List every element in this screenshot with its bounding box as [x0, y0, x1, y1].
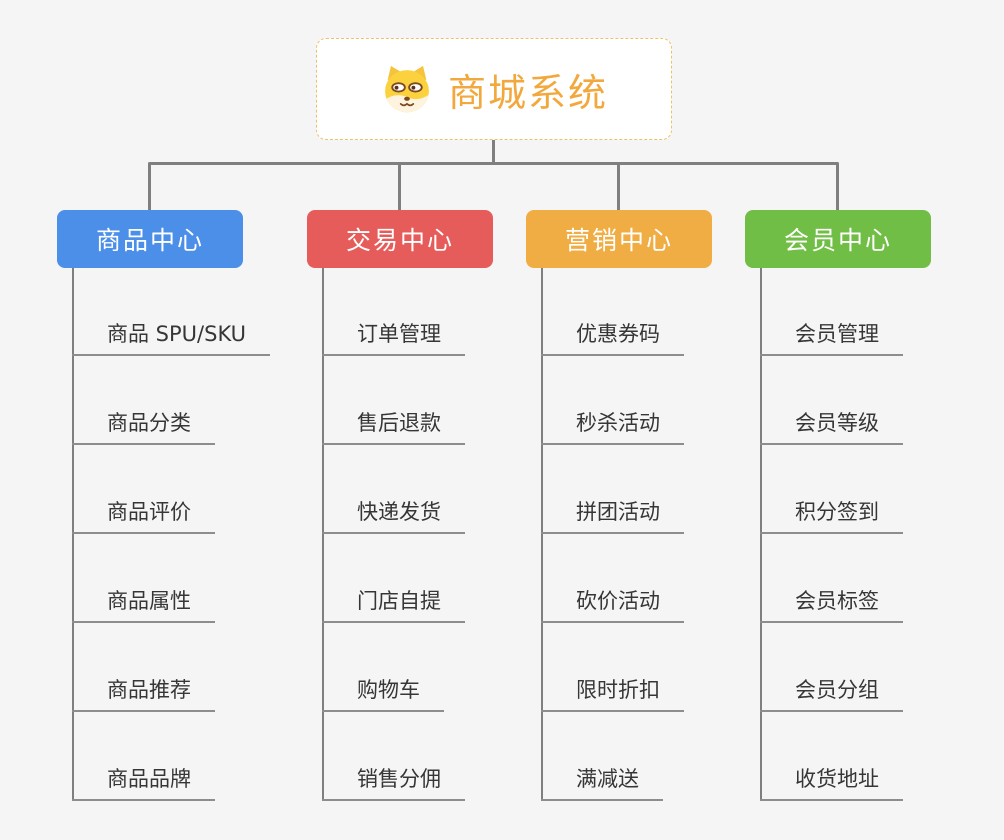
leaf-item[interactable]: 秒杀活动	[541, 409, 684, 445]
branch-trunk-line	[760, 268, 762, 801]
leaf-item[interactable]: 优惠券码	[541, 320, 684, 356]
branch-column-members: 会员中心 会员管理 会员等级 积分签到 会员标签 会员分组 收货地址	[745, 0, 1004, 840]
leaf-item[interactable]: 商品品牌	[72, 765, 215, 801]
root-node[interactable]: 商城系统	[316, 38, 672, 140]
leaf-item[interactable]: 快递发货	[322, 498, 465, 534]
branch-node-marketing[interactable]: 营销中心	[526, 210, 712, 268]
branch-column-products: 商品中心 商品 SPU/SKU 商品分类 商品评价 商品属性 商品推荐 商品品牌	[57, 0, 317, 840]
leaf-item[interactable]: 砍价活动	[541, 587, 684, 623]
branch-node-members[interactable]: 会员中心	[745, 210, 931, 268]
branch-trunk-line	[322, 268, 324, 801]
connector-drop-branch-1	[148, 164, 151, 211]
connector-drop-branch-4	[836, 164, 839, 211]
leaf-item[interactable]: 收货地址	[760, 765, 903, 801]
leaf-item[interactable]: 会员等级	[760, 409, 903, 445]
leaf-item[interactable]: 购物车	[322, 676, 444, 712]
branch-column-marketing: 营销中心 优惠券码 秒杀活动 拼团活动 砍价活动 限时折扣 满减送	[526, 0, 786, 840]
leaf-item[interactable]: 拼团活动	[541, 498, 684, 534]
branch-node-trade[interactable]: 交易中心	[307, 210, 493, 268]
leaf-item[interactable]: 限时折扣	[541, 676, 684, 712]
leaf-item[interactable]: 会员管理	[760, 320, 903, 356]
branch-column-trade: 交易中心 订单管理 售后退款 快递发货 门店自提 购物车 销售分佣	[307, 0, 567, 840]
branch-trunk-line	[72, 268, 74, 801]
branch-node-products[interactable]: 商品中心	[57, 210, 243, 268]
connector-drop-branch-2	[398, 164, 401, 211]
leaf-item[interactable]: 商品属性	[72, 587, 215, 623]
leaf-item[interactable]: 商品分类	[72, 409, 215, 445]
leaf-item[interactable]: 售后退款	[322, 409, 465, 445]
leaf-item[interactable]: 商品 SPU/SKU	[72, 320, 271, 356]
leaf-item[interactable]: 门店自提	[322, 587, 465, 623]
leaf-item[interactable]: 销售分佣	[322, 765, 465, 801]
dog-face-icon	[380, 65, 434, 114]
leaf-item[interactable]: 订单管理	[322, 320, 465, 356]
connector-drop-branch-3	[617, 164, 620, 211]
leaf-item[interactable]: 会员分组	[760, 676, 903, 712]
connector-horizontal-bar	[148, 162, 839, 165]
leaf-item[interactable]: 积分签到	[760, 498, 903, 534]
branch-trunk-line	[541, 268, 543, 801]
leaf-item[interactable]: 商品推荐	[72, 676, 215, 712]
leaf-item[interactable]: 商品评价	[72, 498, 215, 534]
leaf-item[interactable]: 满减送	[541, 765, 663, 801]
root-title: 商城系统	[447, 70, 608, 115]
connector-root-drop	[492, 140, 495, 164]
leaf-item[interactable]: 会员标签	[760, 587, 903, 623]
